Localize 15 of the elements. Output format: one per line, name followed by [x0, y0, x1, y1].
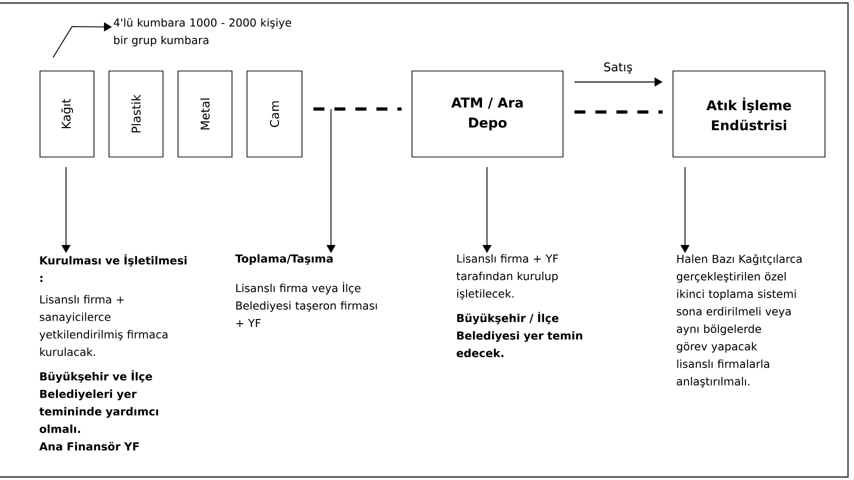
bin-box: Kağıt: [40, 70, 94, 158]
process-box: ATM / Ara Depo: [412, 70, 564, 158]
dashed-connector: [313, 107, 402, 111]
arrow: [52, 22, 112, 58]
bin-box: Plastik: [108, 70, 164, 158]
note-text: Toplama/Taşıma Lisanslı firma veya İlçe Belediyesi taşeron firması + YF: [235, 254, 377, 328]
bin-box: Cam: [246, 70, 302, 158]
note-text: Kurulması ve İşletilmesi : Lisanslı firma + sanayicilerce yetkilendirilmiş firmaca kurulacak. Büyükşehir ve İlçe Belediyeleri yer temininde yardımcı olmalı. Ana Finansör YF: [39, 254, 187, 451]
note-text: 4'lü kumbara 1000 - 2000 kişiye bir grup kumbara: [114, 18, 292, 46]
note-text: Halen Bazı Kağıtçılarca gerçekleştirilen özel ikinci toplama sistemi sona erdirilmeli veya aynı bölgelerde görev yapacak lisanslı firmalarla anlaştırılmalı.: [676, 254, 802, 388]
edge-label: Satış: [602, 61, 634, 75]
process-box: Atık İşleme Endüstrisi: [672, 70, 826, 158]
dashed-connector: [574, 110, 663, 114]
bin-box: Metal: [178, 70, 232, 158]
note-text: Lisanslı firma + YF tarafından kurulup işletilecek. Büyükşehir / İlçe Belediyesi yer temin edecek.: [456, 254, 582, 358]
